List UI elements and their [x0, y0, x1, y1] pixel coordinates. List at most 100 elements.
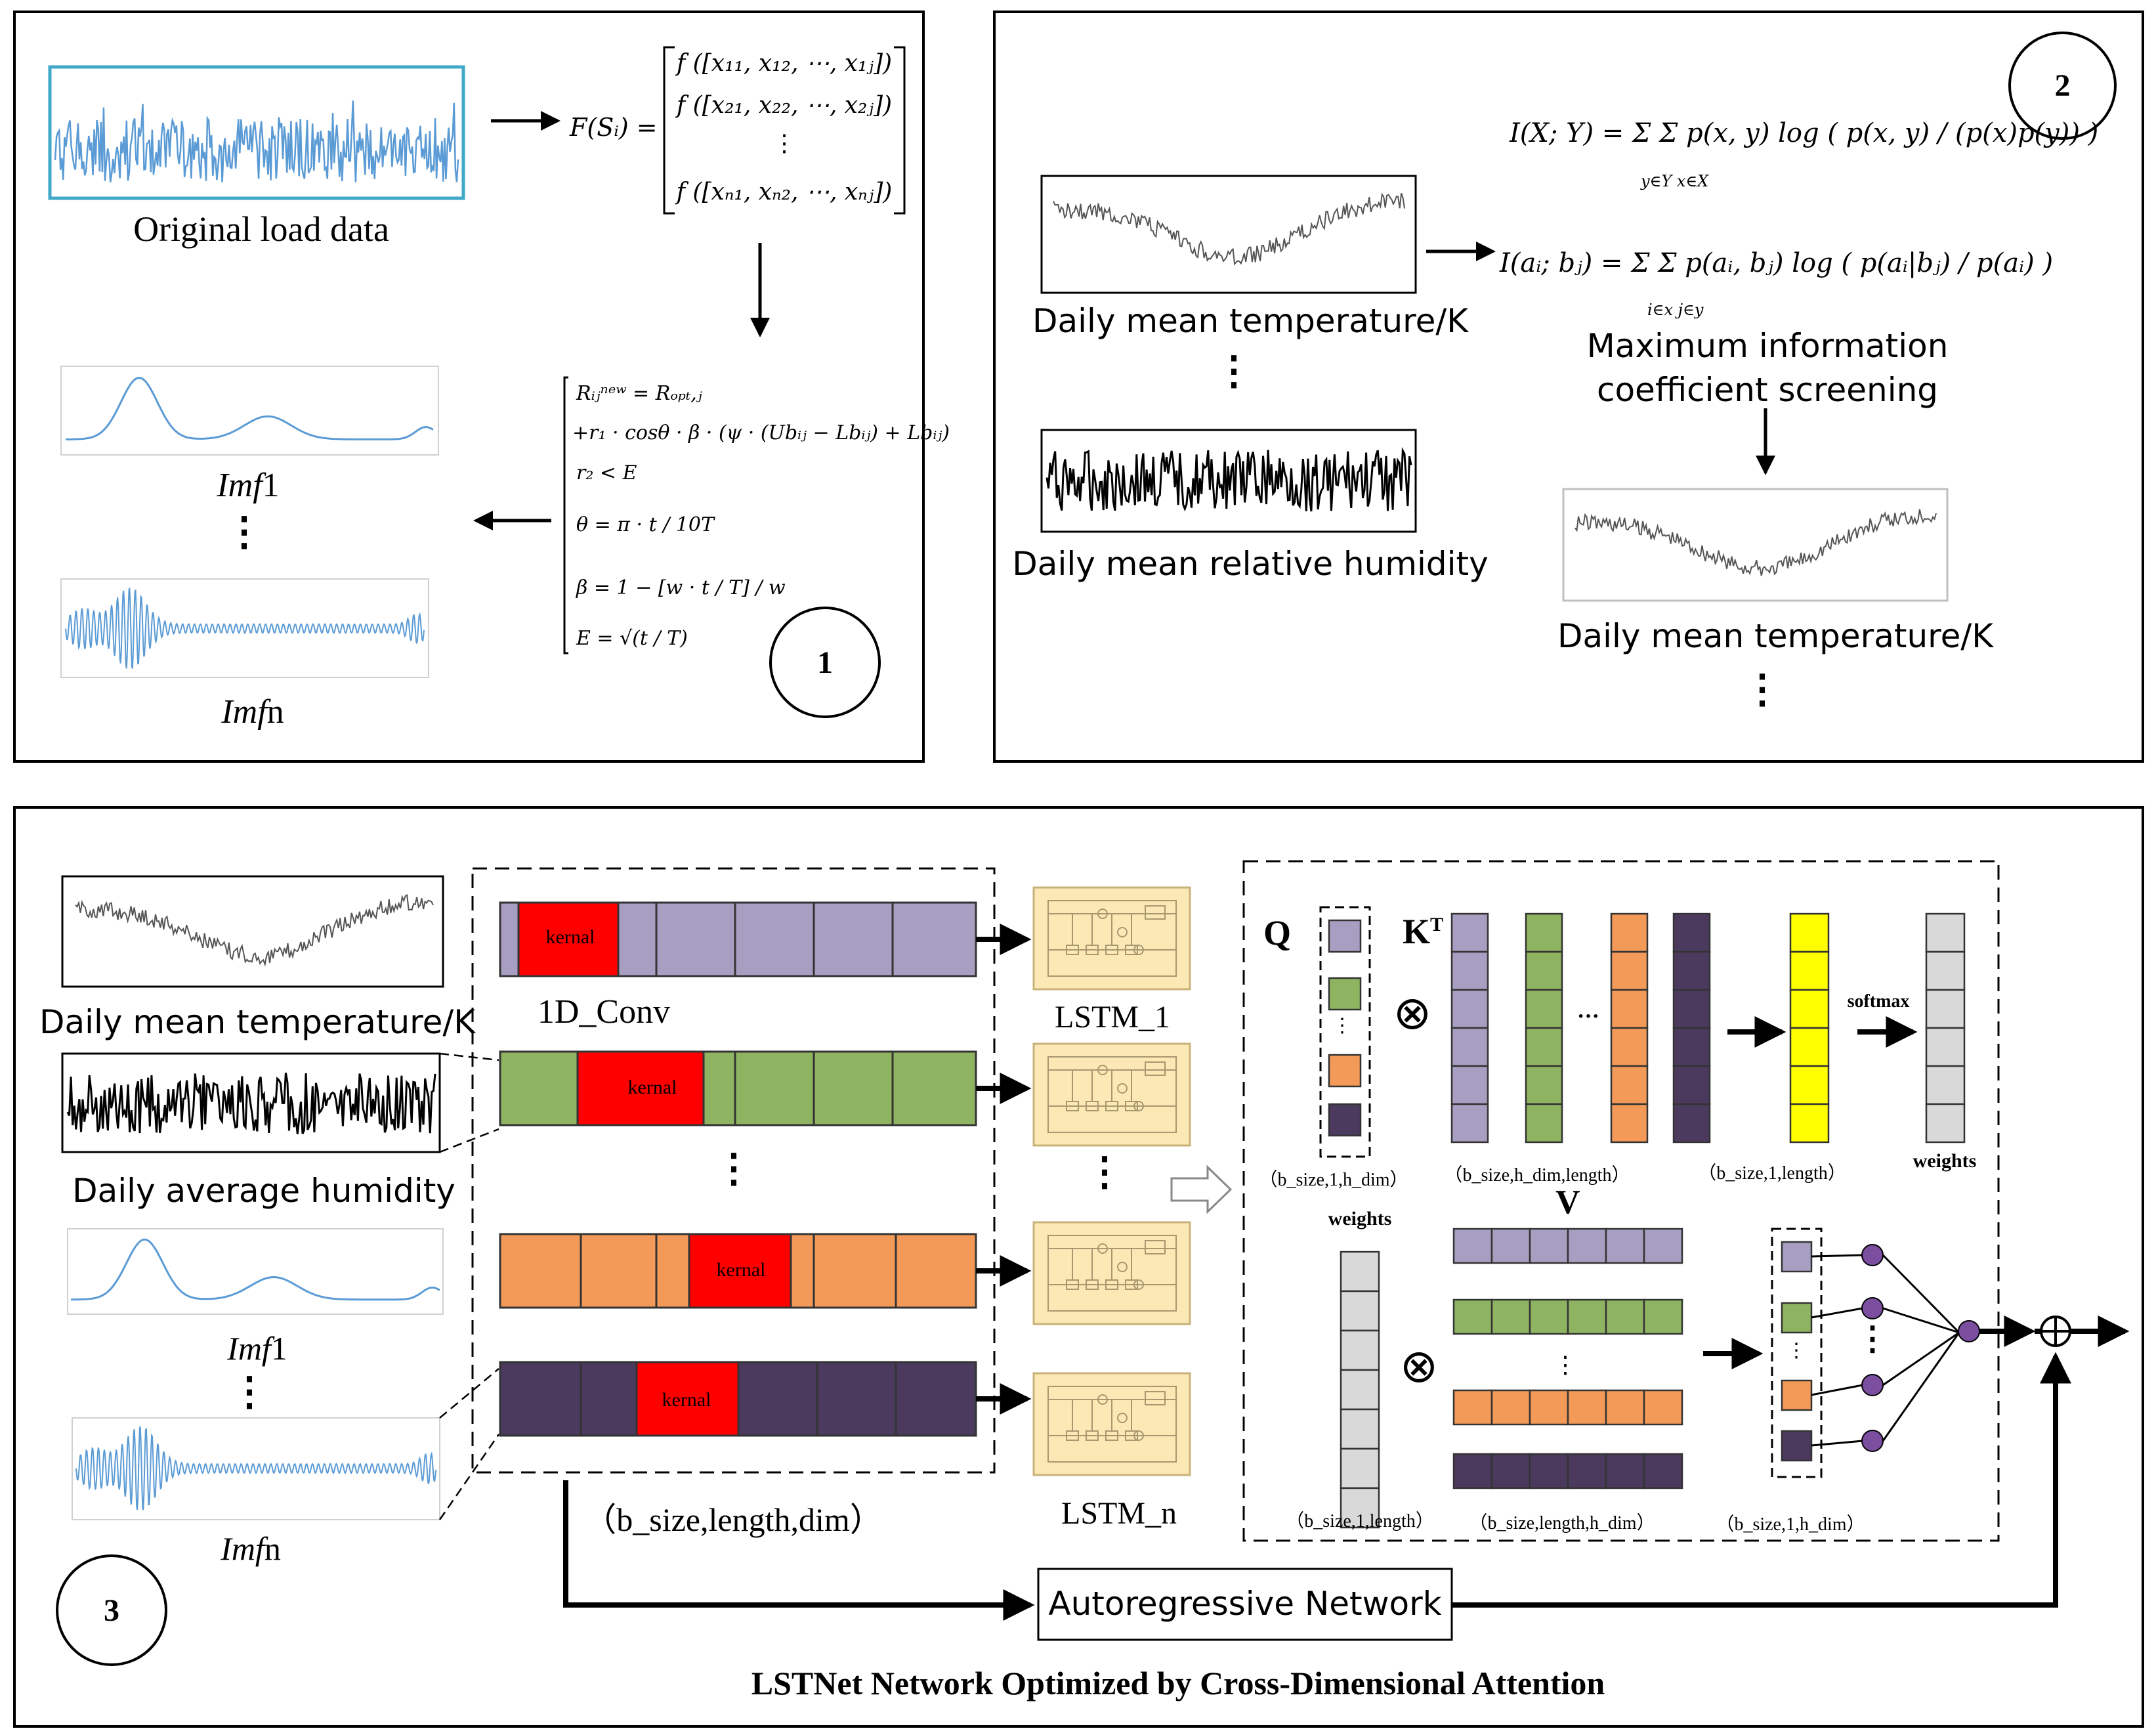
- v-cell: [1452, 1453, 1493, 1489]
- conv-group-frame: [471, 867, 996, 1474]
- q-cell: [1328, 1103, 1362, 1137]
- v-cell: [1567, 1389, 1607, 1426]
- weight-cell: [1925, 989, 1966, 1029]
- neuron-dot: [1861, 1297, 1884, 1319]
- k-shape: （b_size,h_dim,length）: [1444, 1165, 1630, 1186]
- matrix-row-1: f ([x₁₁, x₁₂, ⋯, x₁ⱼ]): [676, 50, 893, 77]
- kernel-label-3: kernal: [716, 1259, 766, 1281]
- weight-cell: [1925, 1065, 1966, 1105]
- imf1-label-suffix: 1: [262, 467, 280, 504]
- attention-blocks: [1319, 906, 2036, 1529]
- v-cell: [1643, 1389, 1683, 1426]
- panel-3-badge: 3: [56, 1554, 167, 1666]
- panel-3-frame: [13, 806, 2144, 1728]
- k-cell: [1525, 989, 1563, 1029]
- conv-shape-label: （b_size,length,dim）: [583, 1501, 883, 1538]
- k-cell: [1672, 989, 1711, 1029]
- kernel-label-2: kernal: [627, 1077, 677, 1098]
- autoregressive-box[interactable]: [1037, 1568, 1453, 1641]
- k-cell: [1525, 951, 1563, 991]
- weight-cell: [1925, 951, 1966, 991]
- v-cell: [1529, 1389, 1569, 1426]
- q-cell: [1328, 977, 1362, 1011]
- zoom-line: [439, 1128, 499, 1153]
- kernel-block: [576, 1050, 705, 1126]
- score-shape: （b_size,1,length）: [1698, 1163, 1846, 1184]
- weight-cell: [1340, 1369, 1380, 1411]
- connector: [1811, 1254, 1863, 1258]
- imf1-label-prefix: Imf: [217, 467, 263, 504]
- lstm-op: [1133, 1101, 1144, 1111]
- out-dashed-box: [1771, 1228, 1823, 1478]
- kernel-block: [688, 1233, 792, 1309]
- input-imfn-prefix: Imf: [221, 1530, 264, 1567]
- equation-brace: [563, 376, 568, 654]
- connector: [1882, 1254, 1960, 1334]
- v-cell: [1605, 1298, 1645, 1335]
- weight-cell: [1340, 1408, 1380, 1450]
- lstm-inner: [1047, 900, 1177, 977]
- v-cell: [1490, 1228, 1531, 1264]
- input-vdots: ⋮: [230, 1370, 269, 1413]
- q-label: Q: [1263, 913, 1292, 952]
- connector: [1811, 1384, 1863, 1396]
- v-cell: [1490, 1389, 1531, 1426]
- update-eq-3: r₂ < E: [576, 461, 637, 484]
- score-cell: [1789, 951, 1830, 991]
- panel-2-frame: [993, 11, 2144, 763]
- zoom-line: [438, 1434, 500, 1520]
- fs-lhs: F(Sᵢ) =: [570, 113, 658, 142]
- original-load-signal: [54, 100, 459, 182]
- temp-label: Daily mean temperature/K: [1032, 302, 1469, 340]
- v-cell: [1643, 1228, 1683, 1264]
- imfn-label-prefix: Imf: [221, 693, 267, 731]
- update-eq-1: Rᵢⱼⁿᵉʷ = Rₒₚₜ,ⱼ: [576, 382, 702, 405]
- temp-chart-frame: [1040, 175, 1417, 294]
- ar-output-path: [1452, 1352, 2071, 1608]
- mi-equation-2: I(aᵢ; bⱼ) = Σ Σ p(aᵢ, bⱼ) log ( p(aᵢ|bⱼ)…: [1500, 248, 2054, 278]
- input-imf1-suffix: 1: [270, 1330, 287, 1367]
- v-cell: [1605, 1389, 1645, 1426]
- input-humidity-signal: [66, 1073, 436, 1134]
- update-eq-5: β = 1 − [w · t / T] / w: [576, 576, 786, 599]
- mi-equation-2-sub: i∈x j∈y: [1647, 301, 1704, 319]
- update-eq-6: E = √(t / T): [576, 627, 688, 650]
- v-cell: [1490, 1453, 1531, 1489]
- panel1-vdots: ⋮: [224, 510, 264, 553]
- lstm-op: [1117, 1262, 1128, 1272]
- attention-frame: [1242, 860, 2000, 1542]
- otimes-2: ⊗: [1399, 1342, 1439, 1392]
- lstm-1-label: LSTM_1: [1054, 1000, 1171, 1035]
- lstm-op: [1117, 1083, 1128, 1094]
- w-shape: （b_size,1,length）: [1286, 1511, 1434, 1531]
- input-temp-signal: [75, 894, 434, 967]
- q-cell: [1328, 919, 1362, 953]
- weight-cell: [1340, 1329, 1380, 1371]
- weight-cell: [1340, 1251, 1380, 1293]
- panel-1-frame: [13, 11, 925, 763]
- k-cell: [1450, 1103, 1489, 1144]
- lstm-op: [1097, 909, 1108, 919]
- ar-input-path: [563, 1480, 1035, 1621]
- weights-top-label: weights: [1913, 1150, 1977, 1172]
- input-imfn-series: [75, 1426, 436, 1510]
- humidity-signal: [1046, 447, 1412, 512]
- connector: [1882, 1332, 1960, 1442]
- input-imfn-label: Imfn: [221, 1530, 281, 1568]
- connector: [1882, 1331, 1960, 1386]
- lstm-vdots: ⋮: [1085, 1150, 1124, 1193]
- lstm-n-label: LSTM_n: [1061, 1496, 1177, 1531]
- input-temp-chart-frame: [61, 875, 444, 988]
- neuron-dot: [1861, 1430, 1884, 1452]
- lstm-op: [1117, 927, 1128, 937]
- weight-cell: [1925, 1027, 1966, 1067]
- k-ellipsis: ···: [1576, 1004, 1600, 1029]
- lstm-tanh: [1145, 905, 1166, 920]
- lstm-cells: [1032, 886, 1191, 1476]
- v-shape: （b_size,length,h_dim）: [1469, 1513, 1655, 1533]
- v-cell: [1567, 1453, 1607, 1489]
- temp-signal: [1053, 192, 1405, 266]
- out-vdots: ⋮: [1786, 1340, 1806, 1361]
- v-cell: [1490, 1298, 1531, 1335]
